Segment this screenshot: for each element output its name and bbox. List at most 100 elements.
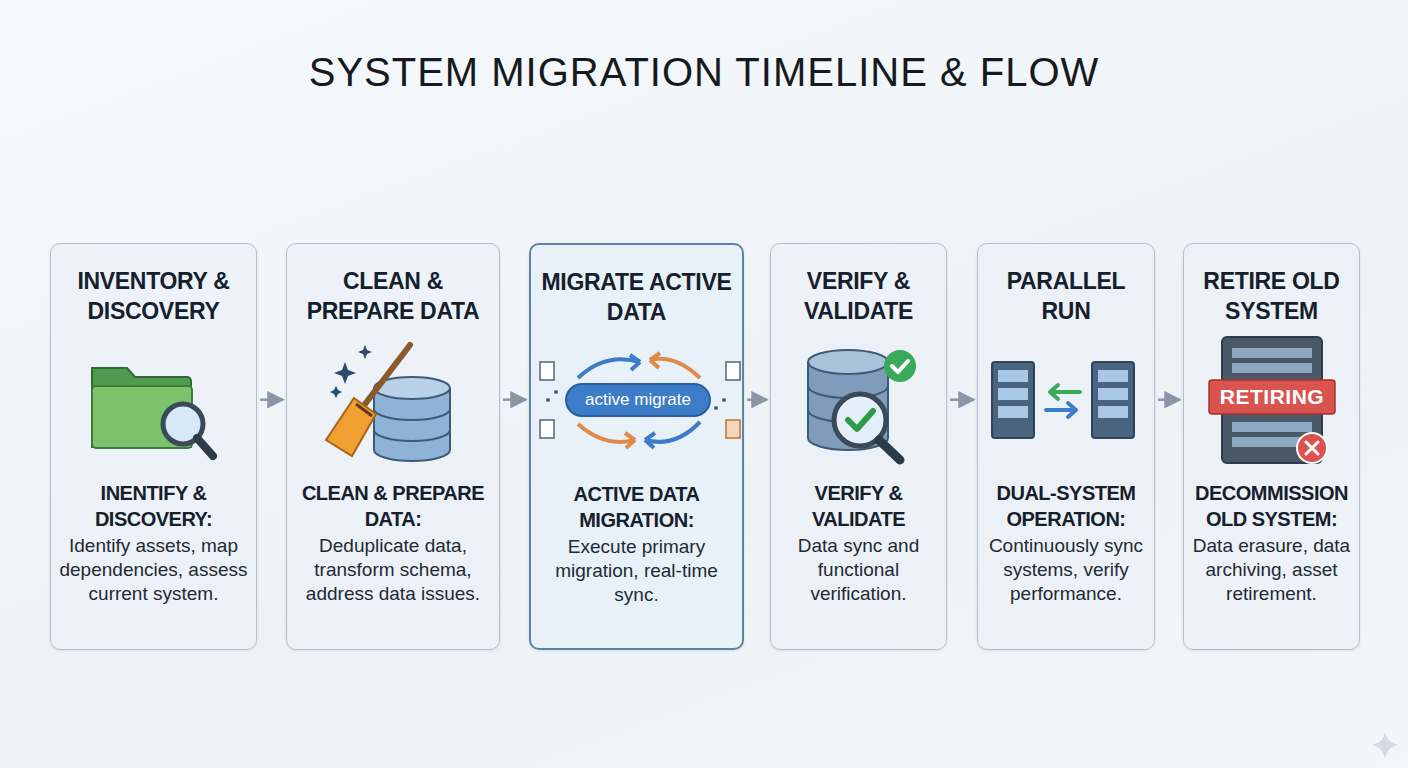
migration-arrows-icon-part <box>650 359 700 378</box>
box-heading: PARALLEL RUN <box>982 266 1150 326</box>
flow-arrow <box>747 398 767 401</box>
box-subheading: ACTIVE DATA MIGRATION: <box>535 481 738 533</box>
status-banner: RETIRING <box>1220 385 1324 409</box>
flow-arrow <box>1158 398 1180 401</box>
migration-arrows-icon-part <box>578 359 640 378</box>
box-description: Continuously sync systems, verify perfor… <box>982 534 1150 606</box>
migration-arrows-icon-part <box>726 420 740 438</box>
broom-database-icon <box>326 345 450 461</box>
dual-server-icon-part <box>998 388 1028 400</box>
broom-database-icon-part <box>358 345 372 359</box>
flow-arrow <box>503 398 526 401</box>
retire-server-icon-part <box>1232 348 1312 358</box>
retire-server-icon-part <box>1209 380 1335 414</box>
dual-server-icon-part <box>1092 362 1134 438</box>
migration-arrows-icon-part <box>540 362 554 380</box>
retire-server-icon-part <box>1232 422 1312 432</box>
process-box: CLEAN & PREPARE DATA CLEAN & PREPARE DATA… <box>286 243 500 650</box>
sparkle-mark <box>1372 732 1398 758</box>
validate-icon-part <box>892 361 908 372</box>
migration-arrows-icon-part <box>554 390 558 394</box>
dual-server-icon-part <box>1098 406 1128 418</box>
box-description: Execute primary migration, real-time syn… <box>535 535 738 607</box>
broom-database-icon-part <box>374 409 450 441</box>
broom-database-icon-part <box>326 398 376 456</box>
migration-arrows-icon-part <box>630 355 640 370</box>
dual-server-icon-part <box>1050 385 1080 399</box>
migration-arrows-icon-part <box>566 384 710 416</box>
box-description: Data sync and functional verification. <box>775 534 942 606</box>
migration-arrows-icon-part <box>722 398 726 402</box>
retire-server-icon-part <box>1297 433 1327 463</box>
dual-server-icon-part <box>992 362 1034 438</box>
broom-database-icon-part <box>334 362 356 384</box>
broom-database-icon-part <box>374 377 450 399</box>
migration-arrows-icon-part <box>546 398 550 402</box>
retire-server-icon <box>1209 337 1335 463</box>
validate-icon-part <box>808 386 888 422</box>
box-subheading: DUAL-SYSTEM OPERATION: <box>982 480 1150 532</box>
migration-arrows-icon-part <box>645 433 655 448</box>
box-heading: INVENTORY & DISCOVERY <box>55 266 252 326</box>
folder-icon-part <box>92 368 191 447</box>
box-lower-text: ACTIVE DATA MIGRATION:Execute primary mi… <box>535 481 738 607</box>
migration-arrows-icon-part <box>625 433 635 448</box>
validate-icon <box>808 350 916 460</box>
box-subheading: VERIFY & VALIDATE <box>775 480 942 532</box>
flow-arrow <box>950 398 974 401</box>
dual-server-icon <box>992 362 1134 438</box>
validate-icon-part <box>808 362 888 450</box>
process-box: INVENTORY & DISCOVERY INENTIFY & DISCOVER… <box>50 243 257 650</box>
folder-icon-part <box>163 404 203 444</box>
migration-arrows-icon-part <box>714 406 718 410</box>
broom-database-icon-part <box>374 388 450 461</box>
box-lower-text: INENTIFY & DISCOVERY:Identify assets, ma… <box>55 480 252 606</box>
broom-database-icon-part <box>362 345 410 408</box>
folder-icon <box>92 368 213 456</box>
migration-arrows-icon-part <box>578 424 635 442</box>
box-lower-text: VERIFY & VALIDATEData sync and functiona… <box>775 480 942 606</box>
broom-database-icon-part <box>330 386 342 398</box>
validate-icon-part <box>879 440 900 460</box>
folder-icon-part <box>92 386 192 448</box>
box-heading: MIGRATE ACTIVE DATA <box>535 267 738 327</box>
box-description: Deduplicate data, transform schema, addr… <box>291 534 495 606</box>
dual-server-icon-part <box>998 370 1028 382</box>
retire-server-icon-part <box>1232 437 1312 447</box>
box-lower-text: CLEAN & PREPARE DATA:Deduplicate data, t… <box>291 480 495 606</box>
dual-server-icon-part <box>1046 403 1076 417</box>
process-box: PARALLEL RUN DUAL-SYSTEM OPERATION:Contin… <box>977 243 1155 650</box>
box-subheading: CLEAN & PREPARE DATA: <box>291 480 495 532</box>
box-lower-text: DECOMMISSION OLD SYSTEM:Data erasure, da… <box>1188 480 1355 606</box>
dual-server-icon-part <box>1098 388 1128 400</box>
process-box: MIGRATE ACTIVE DATA ACTIVE DATA MIGRATION… <box>529 243 744 650</box>
box-lower-text: DUAL-SYSTEM OPERATION:Continuously sync … <box>982 480 1150 606</box>
box-heading: CLEAN & PREPARE DATA <box>291 266 495 326</box>
migration-arrows-icon-part <box>645 422 700 442</box>
box-heading: RETIRE OLD SYSTEM <box>1188 266 1355 326</box>
validate-icon-part <box>884 350 916 382</box>
validate-icon-part <box>848 411 873 429</box>
dual-server-icon-part <box>998 406 1028 418</box>
dual-server-icon-part <box>1098 370 1128 382</box>
retire-server-icon-part <box>1306 442 1318 454</box>
folder-icon-part <box>197 438 213 456</box>
pill-label: active migrate <box>585 390 691 410</box>
migration-arrows-icon <box>540 353 740 448</box>
flow-arrow <box>260 398 283 401</box>
migration-arrows-icon-part <box>540 420 554 438</box>
broom-database-icon-part <box>356 404 372 416</box>
validate-icon-part <box>808 350 888 374</box>
migration-arrows-icon-part <box>726 362 740 380</box>
retire-server-icon-part <box>1232 363 1312 373</box>
box-subheading: DECOMMISSION OLD SYSTEM: <box>1188 480 1355 532</box>
box-description: Data erasure, data archiving, asset reti… <box>1188 534 1355 606</box>
migration-arrows-icon-part <box>650 353 660 368</box>
box-description: Identify assets, map dependencies, asses… <box>55 534 252 606</box>
box-subheading: INENTIFY & DISCOVERY: <box>55 480 252 532</box>
process-box: RETIRE OLD SYSTEM DECOMMISSION OLD SYSTEM… <box>1183 243 1360 650</box>
validate-icon-part <box>834 394 886 446</box>
process-box: VERIFY & VALIDATEVERIFY & VALIDATEData s… <box>770 243 947 650</box>
